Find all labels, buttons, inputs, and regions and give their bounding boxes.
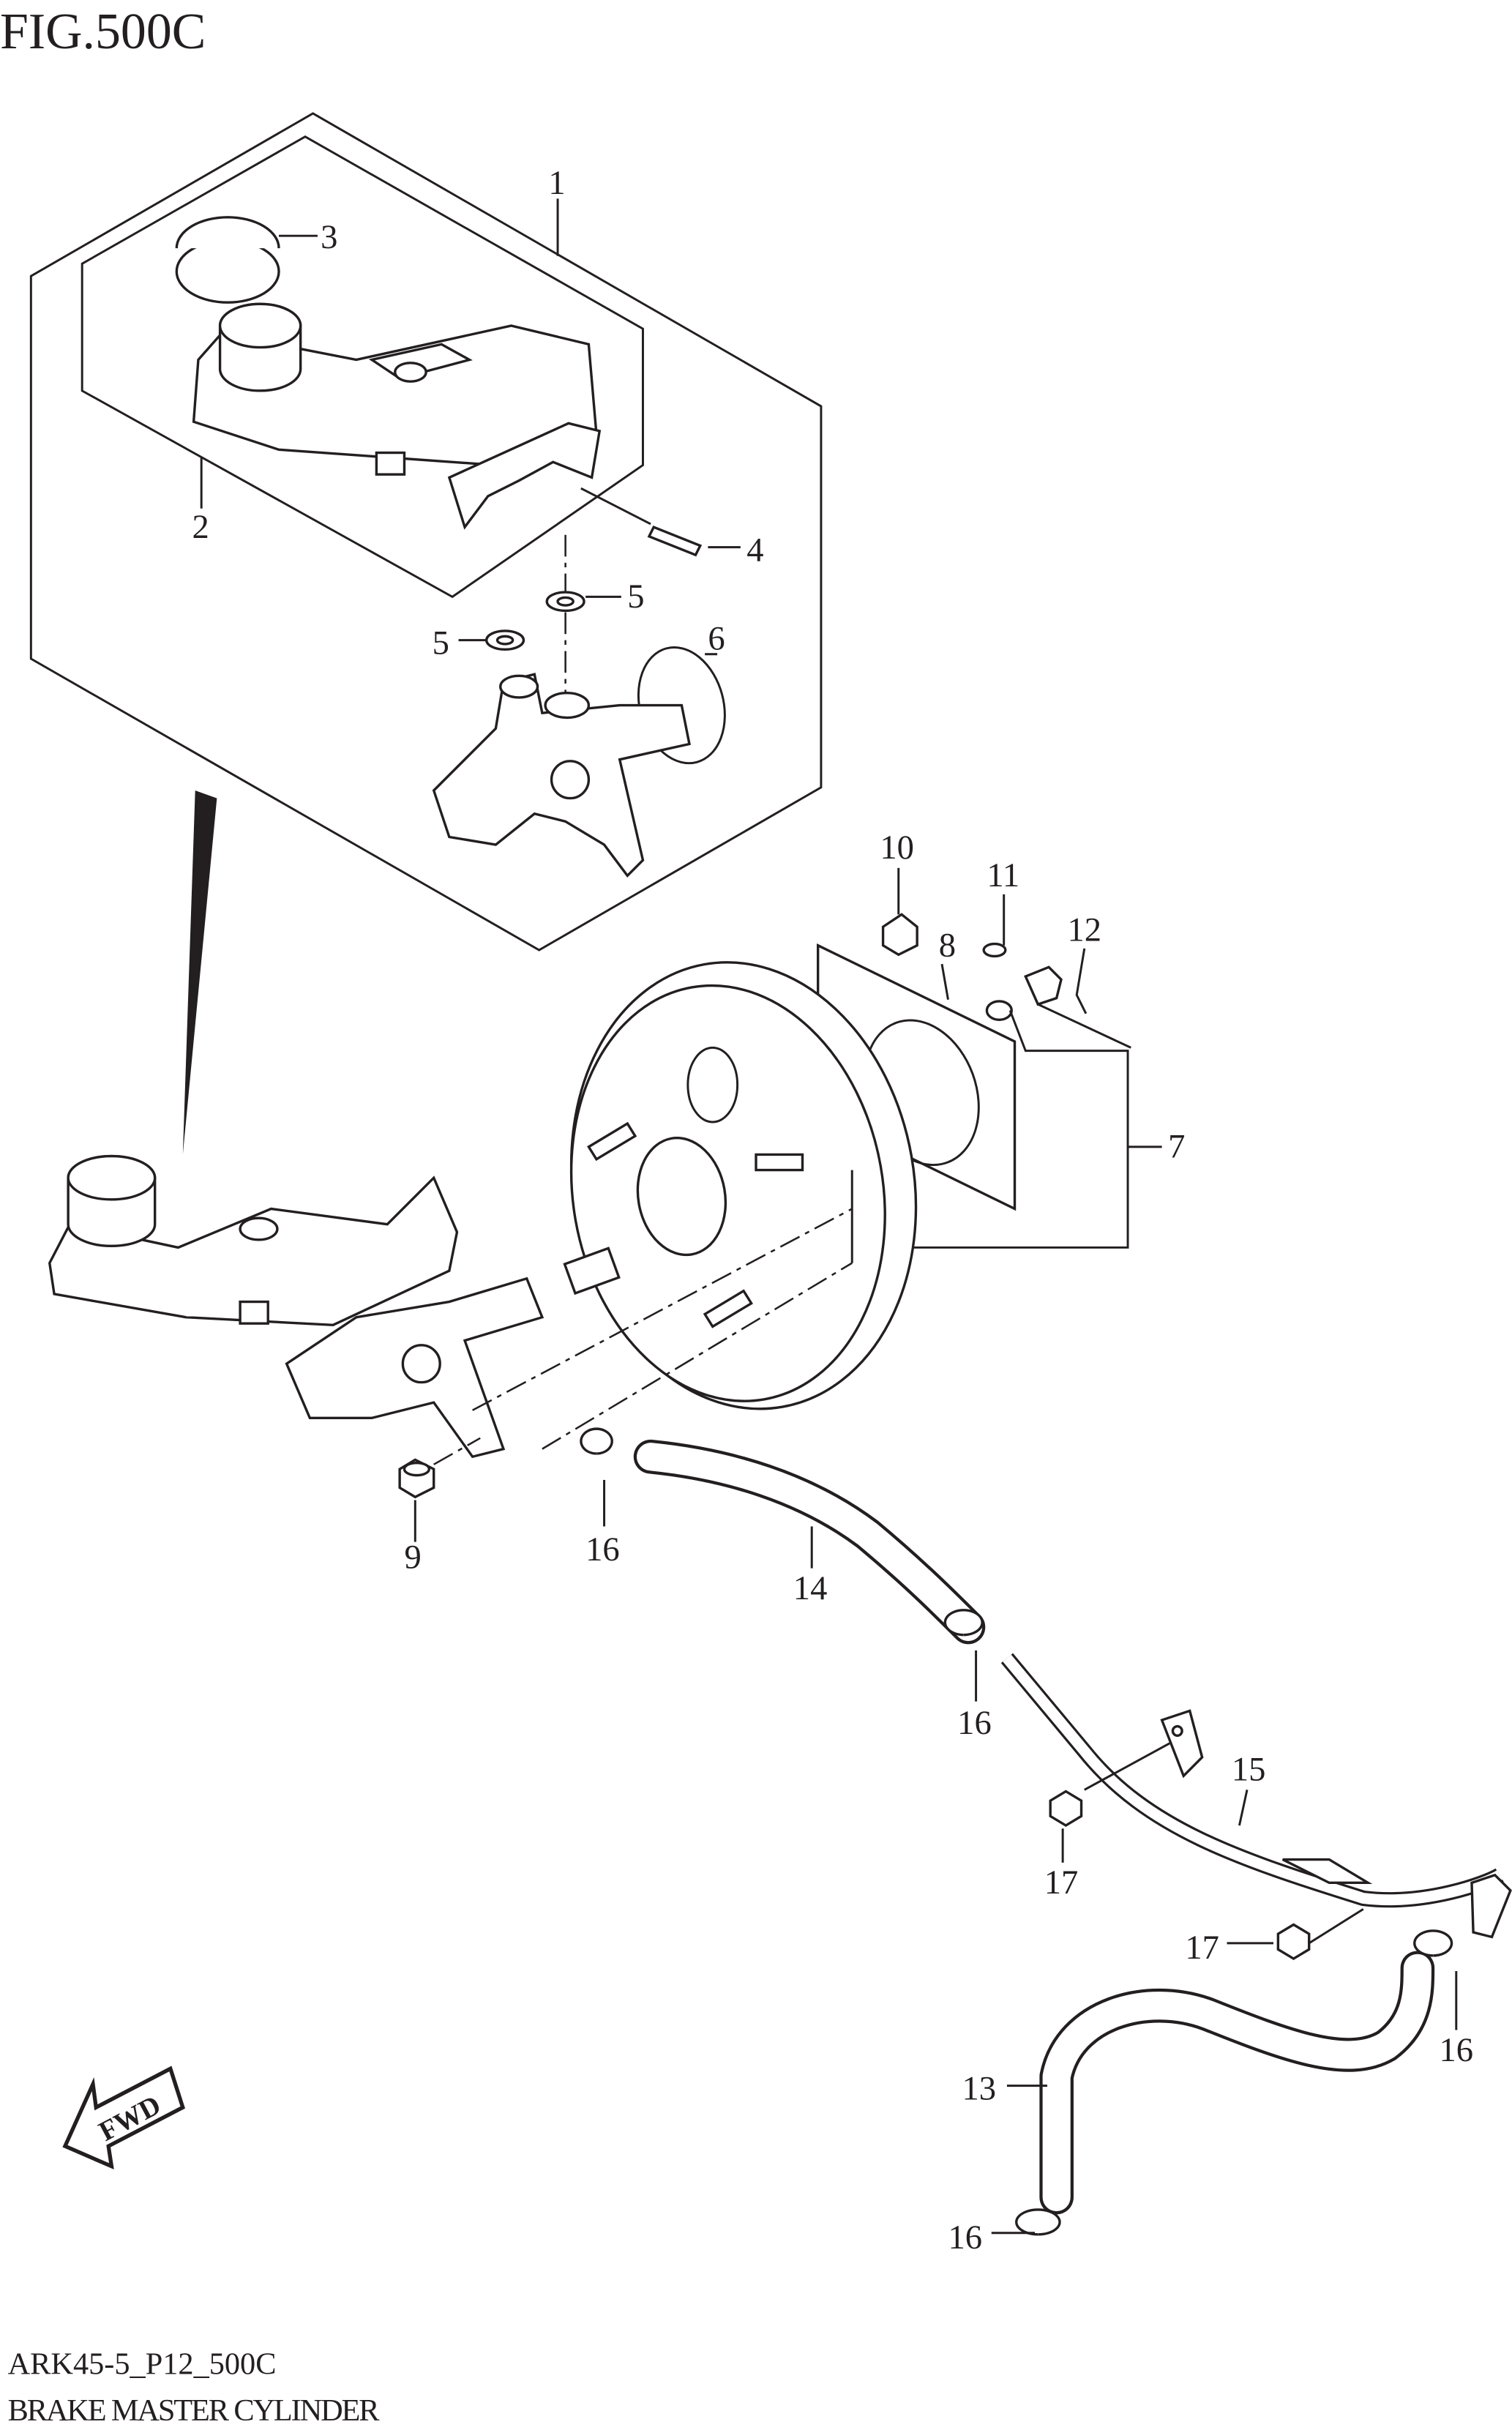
brake-booster bbox=[472, 943, 1017, 1450]
callout-12[interactable]: 12 bbox=[1067, 911, 1101, 949]
callout-5b[interactable]: 5 bbox=[433, 625, 449, 662]
assembly-box bbox=[29, 112, 823, 952]
callout-17a[interactable]: 17 bbox=[1044, 1864, 1079, 1902]
callout-14[interactable]: 14 bbox=[793, 1570, 828, 1607]
nut bbox=[398, 1437, 481, 1542]
grommets bbox=[458, 534, 621, 698]
reservoir bbox=[192, 302, 602, 530]
callout-16d[interactable]: 16 bbox=[948, 2219, 982, 2257]
callout-9[interactable]: 9 bbox=[404, 1539, 421, 1577]
callout-8[interactable]: 8 bbox=[939, 927, 956, 964]
callout-6[interactable]: 6 bbox=[708, 620, 725, 657]
callout-10[interactable]: 10 bbox=[880, 829, 914, 867]
callout-4[interactable]: 4 bbox=[746, 532, 763, 569]
bracket-group bbox=[881, 867, 1162, 1249]
pin bbox=[580, 487, 741, 557]
reservoir-cap bbox=[175, 216, 318, 304]
leader-wedge bbox=[182, 790, 217, 1155]
master-cylinder-upper bbox=[432, 646, 726, 878]
callout-13[interactable]: 13 bbox=[962, 2071, 997, 2108]
callout-2[interactable]: 2 bbox=[192, 509, 209, 546]
callout-7[interactable]: 7 bbox=[1168, 1129, 1185, 1166]
callout-3[interactable]: 3 bbox=[321, 219, 337, 256]
vacuum-pipe-15 bbox=[1000, 1653, 1512, 1945]
callout-16a[interactable]: 16 bbox=[585, 1531, 620, 1569]
callouts: 1 3 2 4 5 5 6 10 11 12 8 7 9 16 14 16 15… bbox=[192, 165, 1473, 2257]
figure-name: BRAKE MASTER CYLINDER bbox=[8, 2393, 381, 2428]
vacuum-hose-13 bbox=[991, 1929, 1458, 2236]
callout-5a[interactable]: 5 bbox=[627, 578, 644, 616]
nuts-17 bbox=[1049, 1790, 1311, 1961]
figure-code: ARK45-5_P12_500C bbox=[8, 2347, 277, 2381]
master-cylinder bbox=[48, 1154, 544, 1459]
callout-17b[interactable]: 17 bbox=[1185, 1929, 1219, 1967]
callout-11[interactable]: 11 bbox=[987, 857, 1019, 894]
vacuum-hose-14 bbox=[580, 1427, 986, 1702]
figure-title: FIG.500C bbox=[0, 4, 206, 60]
callout-16c[interactable]: 16 bbox=[1440, 2032, 1474, 2069]
callout-15[interactable]: 15 bbox=[1232, 1752, 1266, 1789]
callout-1[interactable]: 1 bbox=[548, 165, 565, 202]
fwd-arrow[interactable]: FWD bbox=[62, 2066, 185, 2170]
callout-16b[interactable]: 16 bbox=[957, 1705, 992, 1742]
